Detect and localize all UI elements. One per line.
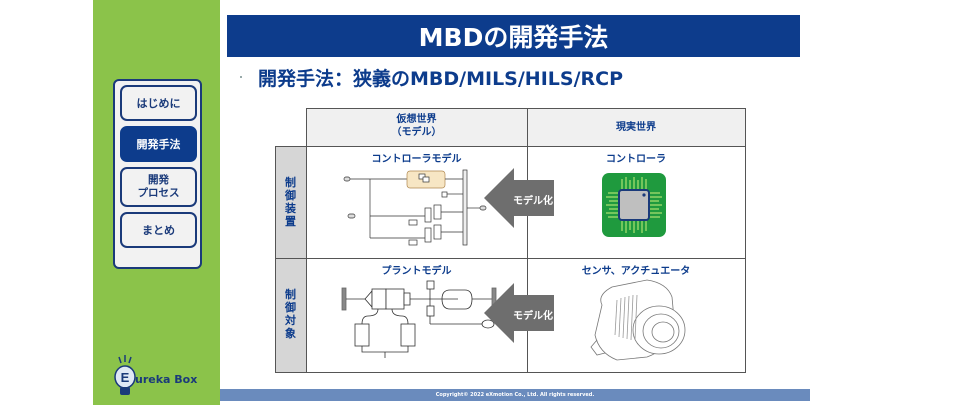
svg-text:E: E [121,370,130,385]
alternator-illustration [590,279,686,361]
controller-title: コントローラ [606,154,666,165]
modeling-arrow-plant-label: モデル化 [513,311,553,322]
section-nav: はじめに 開発手法 開発 プロセス まとめ [113,79,202,269]
controller-model-title: コントローラモデル [371,154,462,165]
copyright-footer: Copyright© 2022 eXmotion Co., Ltd. All r… [220,389,810,401]
modeling-arrow-controller [484,168,554,228]
row-header-controller: 制 御 装 置 [285,176,296,228]
table-border [306,108,307,373]
col-header-real: 現実世界 [616,122,656,133]
table-border [275,146,745,147]
nav-item-intro[interactable]: はじめに [120,85,197,121]
table-border [275,258,745,259]
nav-item-label: まとめ [142,223,175,237]
nav-item-label: 開発 プロセス [137,174,180,199]
col-header-virtual-bg [306,108,527,146]
plant-model-diagram [341,280,497,358]
table-border [745,108,746,373]
sidebar: はじめに 開発手法 開発 プロセス まとめ E ureka Box [93,0,220,405]
chip-icon [602,173,666,237]
page-title-text: MBDの開発手法 [418,23,609,52]
table-border [306,108,745,109]
nav-item-label: はじめに [136,96,181,110]
page-title: MBDの開発手法 [227,15,800,57]
nav-item-label: 開発手法 [136,137,181,151]
row-header-plant: 制 御 対 象 [285,288,296,340]
table-border [275,372,745,373]
table-border [275,146,276,373]
modeling-arrow-plant [484,283,554,343]
eureka-box-logo: E ureka Box [111,355,211,401]
controller-block-diagram [343,169,487,246]
row-header-controller-bg [275,146,306,258]
col-header-virtual: 仮想世界 （モデル） [391,114,442,138]
bullet-dot [240,76,242,78]
sensor-actuator-title: センサ、アクチュエータ [581,266,691,277]
table-border [527,108,528,373]
modeling-arrow-controller-label: モデル化 [513,196,553,207]
col-header-real-bg [527,108,745,146]
lightbulb-icon: E [114,355,136,395]
nav-item-methods[interactable]: 開発手法 [120,126,197,162]
logo-text: ureka Box [135,373,198,386]
nav-item-summary[interactable]: まとめ [120,212,197,248]
plant-model-title: プラントモデル [381,266,452,277]
nav-item-process[interactable]: 開発 プロセス [120,167,197,207]
section-subtitle: 開発手法：狭義のMBD/MILS/HILS/RCP [258,68,624,90]
row-header-plant-bg [275,258,306,372]
